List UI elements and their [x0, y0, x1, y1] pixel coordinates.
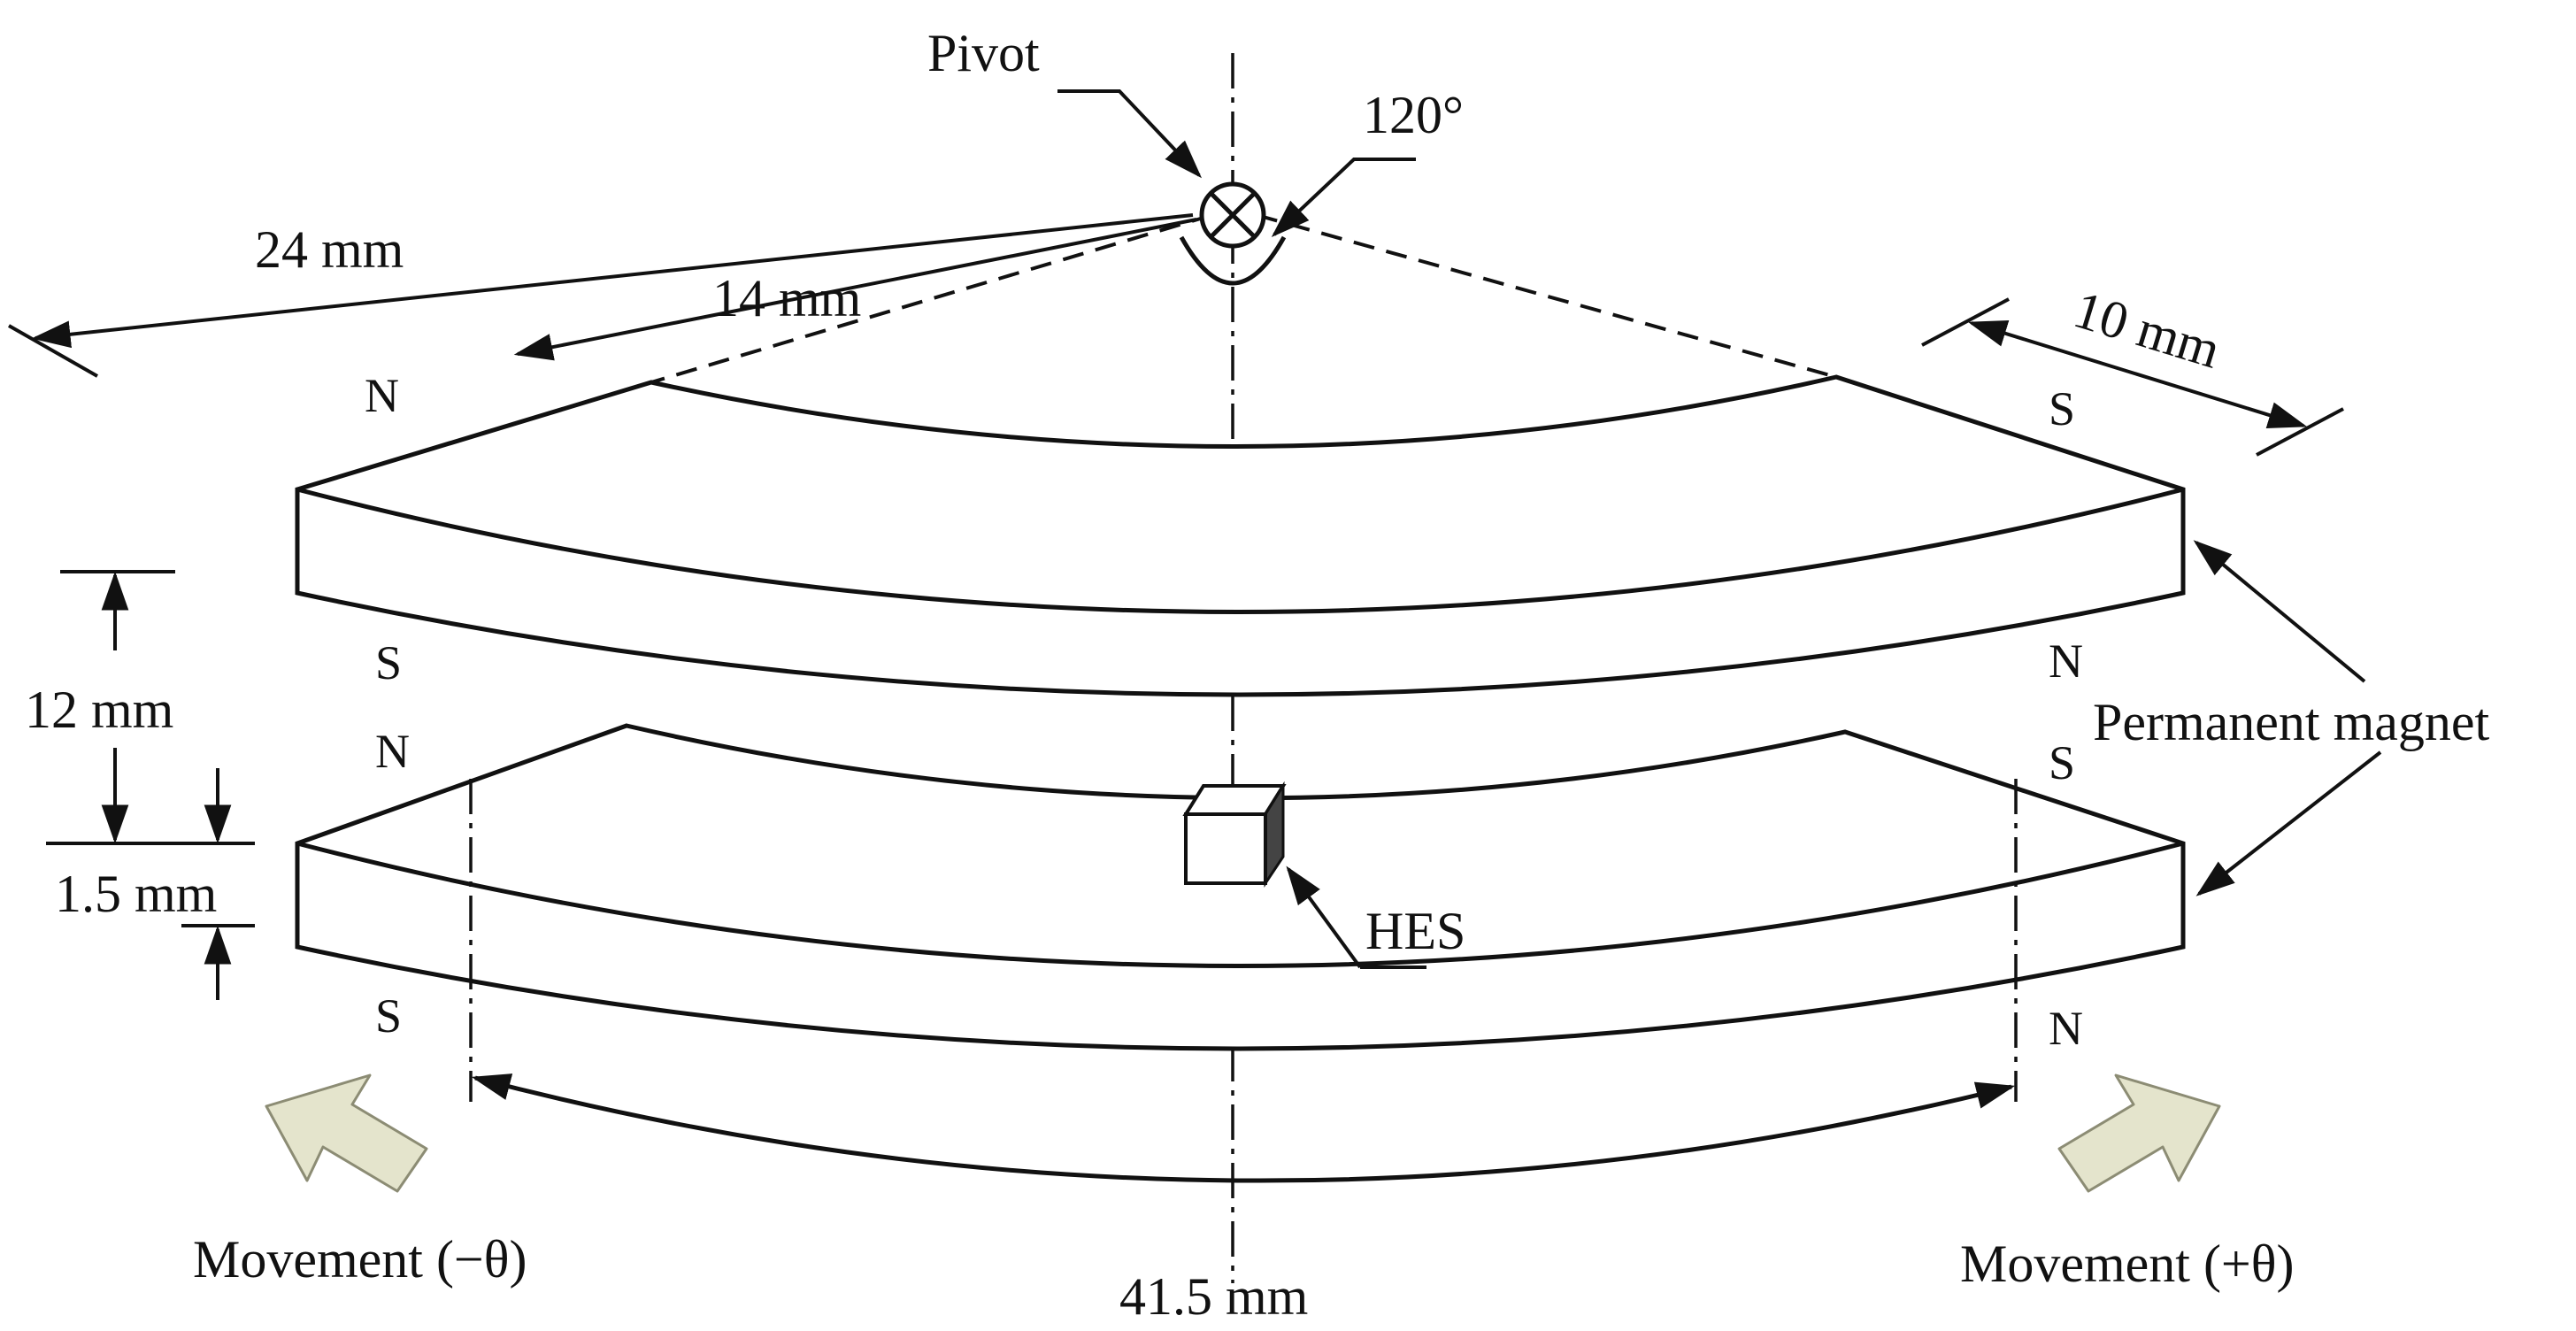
lower-magnet [295, 723, 2186, 1051]
magnet-leader-lower [2195, 750, 2382, 896]
pivot-leader [1057, 89, 1203, 179]
pivot-label: Pivot [927, 24, 1040, 82]
hes-sensor [1182, 781, 1287, 888]
outer-radius-label: 24 mm [255, 220, 404, 279]
pole-upper-top-right: S [2049, 382, 2075, 435]
movement-arrow-left [265, 1073, 428, 1193]
pole-lower-top-left: N [375, 725, 410, 778]
arc-length-label: 41.5 mm [1119, 1267, 1308, 1326]
pole-lower-top-right: S [2049, 736, 2075, 789]
outer-radius-tick [8, 324, 98, 378]
magnet-leader-upper [2193, 540, 2366, 683]
sector-edge-left [650, 213, 1213, 384]
gap-label: 12 mm [25, 681, 173, 739]
angle-leader [1271, 158, 1416, 238]
movement-neg-label: Movement (−θ) [193, 1230, 527, 1289]
inner-radius-label: 14 mm [712, 269, 861, 327]
magnet-label: Permanent magnet [2093, 693, 2490, 751]
pole-upper-top-left: N [365, 369, 399, 422]
arc-length-dimension [471, 1073, 2016, 1183]
pole-lower-bottom-right: N [2049, 1002, 2083, 1055]
width-arrow [1967, 319, 2308, 429]
width-label: 10 mm [2067, 280, 2226, 379]
sector-edge-right [1256, 213, 1837, 379]
outer-radius-arrow [31, 213, 1194, 349]
inner-radius-arrow [513, 218, 1197, 361]
width-tick-left [1921, 297, 2010, 347]
pole-upper-bottom-right: N [2049, 635, 2083, 688]
pole-upper-bottom-left: S [375, 636, 402, 689]
pole-lower-bottom-left: S [375, 989, 402, 1042]
hes-leader [1286, 866, 1362, 969]
movement-arrow-right [2057, 1073, 2221, 1193]
pivot-symbol [1199, 181, 1266, 249]
width-tick-right [2256, 407, 2344, 457]
angle-label: 120° [1363, 86, 1464, 144]
thickness-label: 1.5 mm [55, 865, 217, 923]
upper-magnet [295, 374, 2186, 697]
movement-pos-label: Movement (+θ) [1960, 1235, 2295, 1293]
angle-arc [1179, 235, 1287, 286]
sensor-label: HES [1365, 902, 1465, 960]
